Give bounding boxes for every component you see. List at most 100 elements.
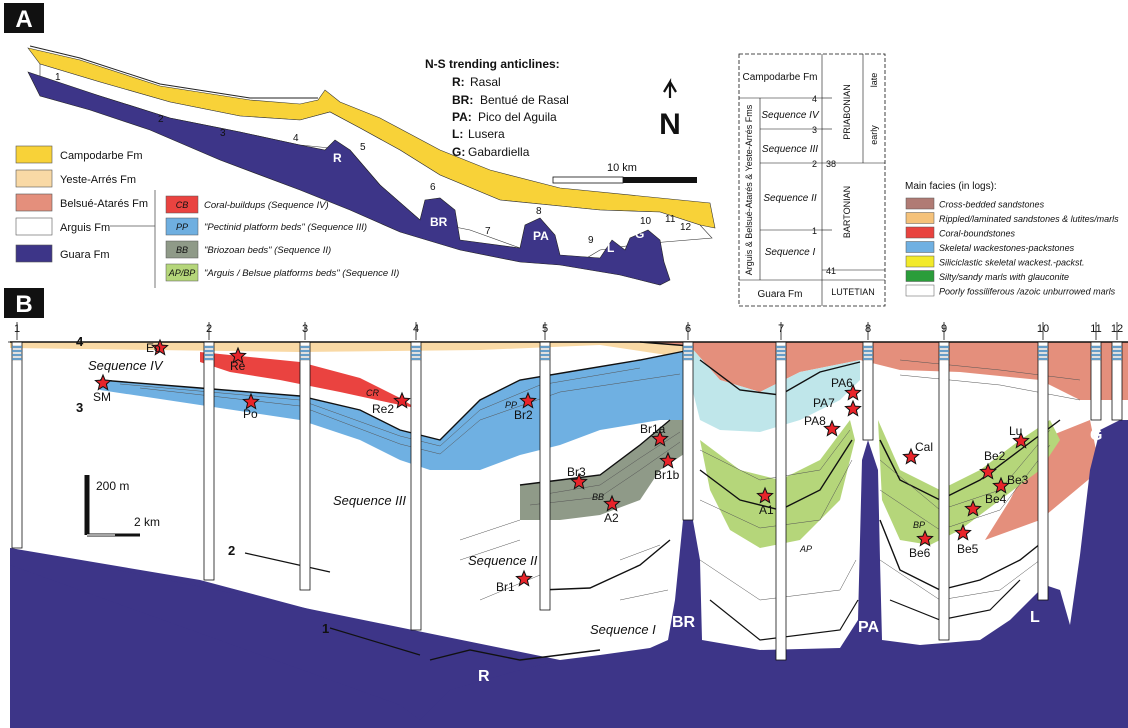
boundary-number: 1 xyxy=(322,621,329,636)
log-number: 11 xyxy=(1090,323,1101,335)
sample-label: PA8 xyxy=(804,414,826,428)
facies-swatch xyxy=(905,197,935,210)
legend-swatch xyxy=(15,193,53,212)
sample-label: Re xyxy=(230,359,246,373)
facies-label: Poorly fossiliferous /azoic unburrowed m… xyxy=(939,287,1116,297)
sample-star-icon xyxy=(229,346,247,364)
north-arrow-icon: N xyxy=(659,78,681,141)
panel-a: A 1 2 3 4 5 6 7 8 9 10 11 12 R BR xyxy=(4,3,716,288)
panel-b-badge xyxy=(4,288,44,318)
horizontal-scale-label: 2 km xyxy=(134,515,160,529)
sample-label: Eo xyxy=(146,341,161,355)
sample-label: Be2 xyxy=(984,449,1006,463)
section-number: 3 xyxy=(220,128,226,139)
substage-label: late xyxy=(869,73,879,88)
log-number: 8 xyxy=(865,323,871,335)
anticline-name: Pico del Aguila xyxy=(478,110,557,124)
sample-label: Re2 xyxy=(372,402,394,416)
sample-label: A2 xyxy=(604,511,619,525)
sample-label: Br1 xyxy=(496,580,515,594)
log-number: 9 xyxy=(941,323,947,335)
unit-code: BP xyxy=(913,520,925,530)
legend-swatch xyxy=(165,217,199,236)
sequence-label: Sequence IV xyxy=(88,358,164,373)
facies-label: Cross-bedded sandstones xyxy=(939,200,1045,210)
anticline-name: Gabardiella xyxy=(468,145,530,159)
sample-star-icon xyxy=(603,494,621,512)
strat-unit: Sequence III xyxy=(762,144,818,155)
map-scale-bar: 10 km xyxy=(552,162,697,184)
facies-label: Rippled/laminated sandstones & lutites/m… xyxy=(939,214,1119,224)
strat-side-label: Arguis & Belsué-Atarés & Yeste-Arrés Fms xyxy=(744,104,754,275)
panel-a-label: A xyxy=(15,6,32,33)
stratigraphic-column: Campodarbe Fm Sequence IV Sequence III S… xyxy=(738,53,886,307)
structure-label: G xyxy=(635,227,644,241)
sample-label: Br1a xyxy=(640,422,666,436)
structure-label: BR xyxy=(672,614,696,631)
sample-star-icon xyxy=(902,447,920,465)
log-number: 6 xyxy=(685,323,691,335)
unit-text: Coral-buildups (Sequence IV) xyxy=(204,200,329,211)
facies-swatch xyxy=(905,212,935,224)
substage-label: early xyxy=(869,125,879,145)
sample-label: Be6 xyxy=(909,546,931,560)
sample-label: Be4 xyxy=(985,492,1007,506)
sample-label: Po xyxy=(243,407,258,421)
legend-label: Campodarbe Fm xyxy=(60,150,143,162)
sample-star-icon xyxy=(519,391,537,409)
strat-age: 41 xyxy=(826,266,836,276)
section-number: 7 xyxy=(485,226,491,237)
sample-label: PA6 xyxy=(831,376,853,390)
stage-label: BARTONIAN xyxy=(842,186,852,238)
panel-b-label: B xyxy=(15,291,32,318)
unit-text: "Arguis / Belsue platforms beds" (Sequen… xyxy=(204,268,399,279)
stage-label: PRIABONIAN xyxy=(842,84,852,140)
sample-star-icon xyxy=(979,462,997,480)
anticline-name: Lusera xyxy=(468,127,505,141)
structure-label: R xyxy=(478,668,490,685)
section-log: 9 xyxy=(938,322,950,641)
legend-label: Arguis Fm xyxy=(60,222,110,234)
section-log: 10 xyxy=(1037,322,1049,601)
structure-label: L xyxy=(1030,609,1040,626)
panel-a-badge xyxy=(4,3,44,33)
sample-star-icon xyxy=(1012,431,1030,449)
panel-b: B xyxy=(4,288,1128,728)
sample-label: Cal xyxy=(915,440,933,454)
unit-code: BB xyxy=(176,245,188,255)
boundary-number: 4 xyxy=(76,334,84,349)
sample-star-icon xyxy=(823,419,841,437)
legend-swatch xyxy=(165,195,199,214)
facies-label: Skeletal wackestones-packstones xyxy=(939,243,1075,253)
structure-label: L xyxy=(607,241,614,255)
anticlines-title: N-S trending anticlines: xyxy=(425,57,560,71)
sample-star-icon xyxy=(659,451,677,469)
formation-legend: Campodarbe Fm Yeste-Arrés Fm Belsué-Atar… xyxy=(15,145,156,288)
section-number: 10 xyxy=(640,216,652,227)
strat-unit: Sequence I xyxy=(765,247,816,258)
strat-unit: Guara Fm xyxy=(757,289,802,300)
sample-star-icon xyxy=(964,499,982,517)
section-log: 8 xyxy=(862,322,874,441)
sample-label: Lu xyxy=(1009,424,1022,438)
anticline-name: Rasal xyxy=(470,75,501,89)
sample-label: Br2 xyxy=(514,408,533,422)
sample-star-icon xyxy=(151,338,169,356)
sample-star-icon xyxy=(515,569,533,587)
section-log: 5 xyxy=(539,322,551,611)
log-number: 10 xyxy=(1037,323,1049,335)
section-scale: 200 m 2 km xyxy=(84,475,160,537)
section-log: 2 xyxy=(203,322,215,581)
unit-text: "Briozoan beds" (Sequence II) xyxy=(204,245,331,256)
section-number: 6 xyxy=(430,182,436,193)
sample-label: A1 xyxy=(759,503,774,517)
facies-swatch xyxy=(905,284,935,297)
strat-tick: 4 xyxy=(812,94,817,104)
section-number: 1 xyxy=(55,72,61,83)
legend-label: Belsué-Atarés Fm xyxy=(60,198,148,210)
legend-swatch xyxy=(15,244,53,263)
scale-label: 10 km xyxy=(607,162,637,174)
sample-label: Br1b xyxy=(654,468,680,482)
sequence-label: Sequence I xyxy=(590,622,656,637)
